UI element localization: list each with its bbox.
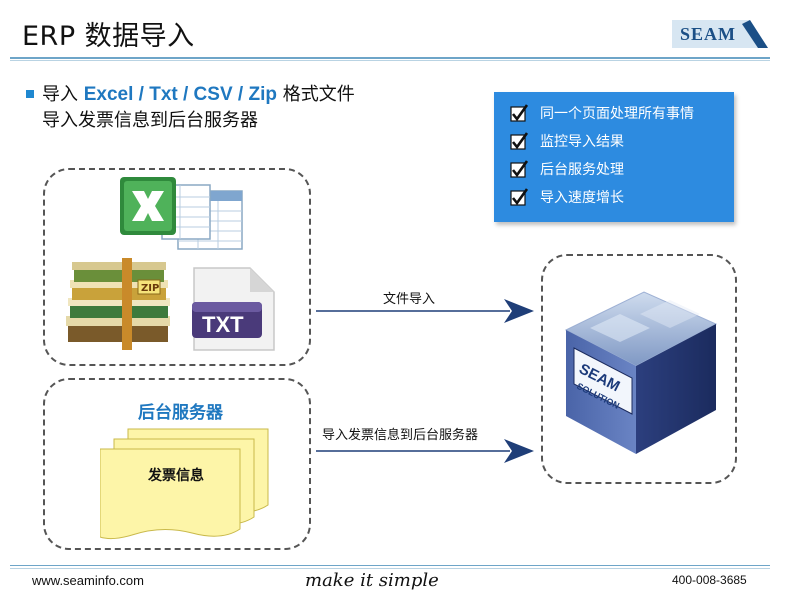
page-title: ERP 数据导入 bbox=[22, 21, 195, 52]
intro-prefix: 导入 bbox=[42, 84, 84, 105]
footer-divider bbox=[10, 565, 770, 566]
feature-label: 后台服务处理 bbox=[540, 162, 624, 178]
solution-group bbox=[541, 254, 737, 484]
arrow-right-icon bbox=[316, 299, 534, 323]
feature-item: 同一个页面处理所有事情 bbox=[510, 102, 694, 124]
txt-file-icon: TXT bbox=[192, 267, 275, 351]
feature-label: 导入速度增长 bbox=[540, 190, 624, 206]
server-group bbox=[43, 378, 311, 550]
checkbox-checked-icon bbox=[510, 104, 528, 122]
zip-badge: ZIP bbox=[141, 283, 159, 294]
feature-label: 同一个页面处理所有事情 bbox=[540, 106, 694, 122]
bullet-icon bbox=[26, 90, 34, 98]
files-group bbox=[43, 168, 311, 366]
feature-item: 导入速度增长 bbox=[510, 186, 624, 208]
feature-label: 监控导入结果 bbox=[540, 134, 624, 150]
checkbox-checked-icon bbox=[510, 132, 528, 150]
seam-solution-cube-icon: SEAM SOLUTION bbox=[564, 291, 718, 454]
zip-archive-icon: ZIP bbox=[66, 258, 170, 350]
intro-line-1: 导入 Excel / Txt / CSV / Zip 格式文件 bbox=[42, 80, 355, 106]
header-divider-thin bbox=[10, 60, 770, 61]
feature-item: 监控导入结果 bbox=[510, 130, 624, 152]
header-divider bbox=[10, 57, 770, 59]
footer-slogan: make it simple bbox=[305, 570, 439, 591]
footer-phone: 400-008-3685 bbox=[672, 573, 747, 587]
arrow-files-label: 文件导入 bbox=[383, 292, 436, 307]
txt-badge: TXT bbox=[202, 312, 244, 337]
arrow-invoice-label: 导入发票信息到后台服务器 bbox=[322, 428, 479, 443]
checkbox-checked-icon bbox=[510, 160, 528, 178]
server-title: 后台服务器 bbox=[138, 403, 223, 423]
feature-item: 后台服务处理 bbox=[510, 158, 624, 180]
features-panel: 同一个页面处理所有事情 监控导入结果 后台服务处理 导入速度增长 bbox=[494, 92, 734, 222]
arrow-right-icon bbox=[316, 439, 534, 463]
excel-file-icon bbox=[120, 177, 243, 250]
intro-formats: Excel / Txt / CSV / Zip bbox=[83, 84, 277, 105]
intro-suffix: 格式文件 bbox=[276, 84, 355, 105]
checkbox-checked-icon bbox=[510, 188, 528, 206]
logo-text: SEAM bbox=[680, 24, 737, 44]
footer-website: www.seaminfo.com bbox=[32, 573, 144, 588]
invoice-label: 发票信息 bbox=[148, 468, 204, 484]
seam-logo bbox=[672, 20, 768, 48]
footer-divider-thin bbox=[10, 568, 770, 569]
invoice-notes-icon bbox=[100, 428, 269, 540]
intro-line-2: 导入发票信息到后台服务器 bbox=[42, 110, 258, 131]
